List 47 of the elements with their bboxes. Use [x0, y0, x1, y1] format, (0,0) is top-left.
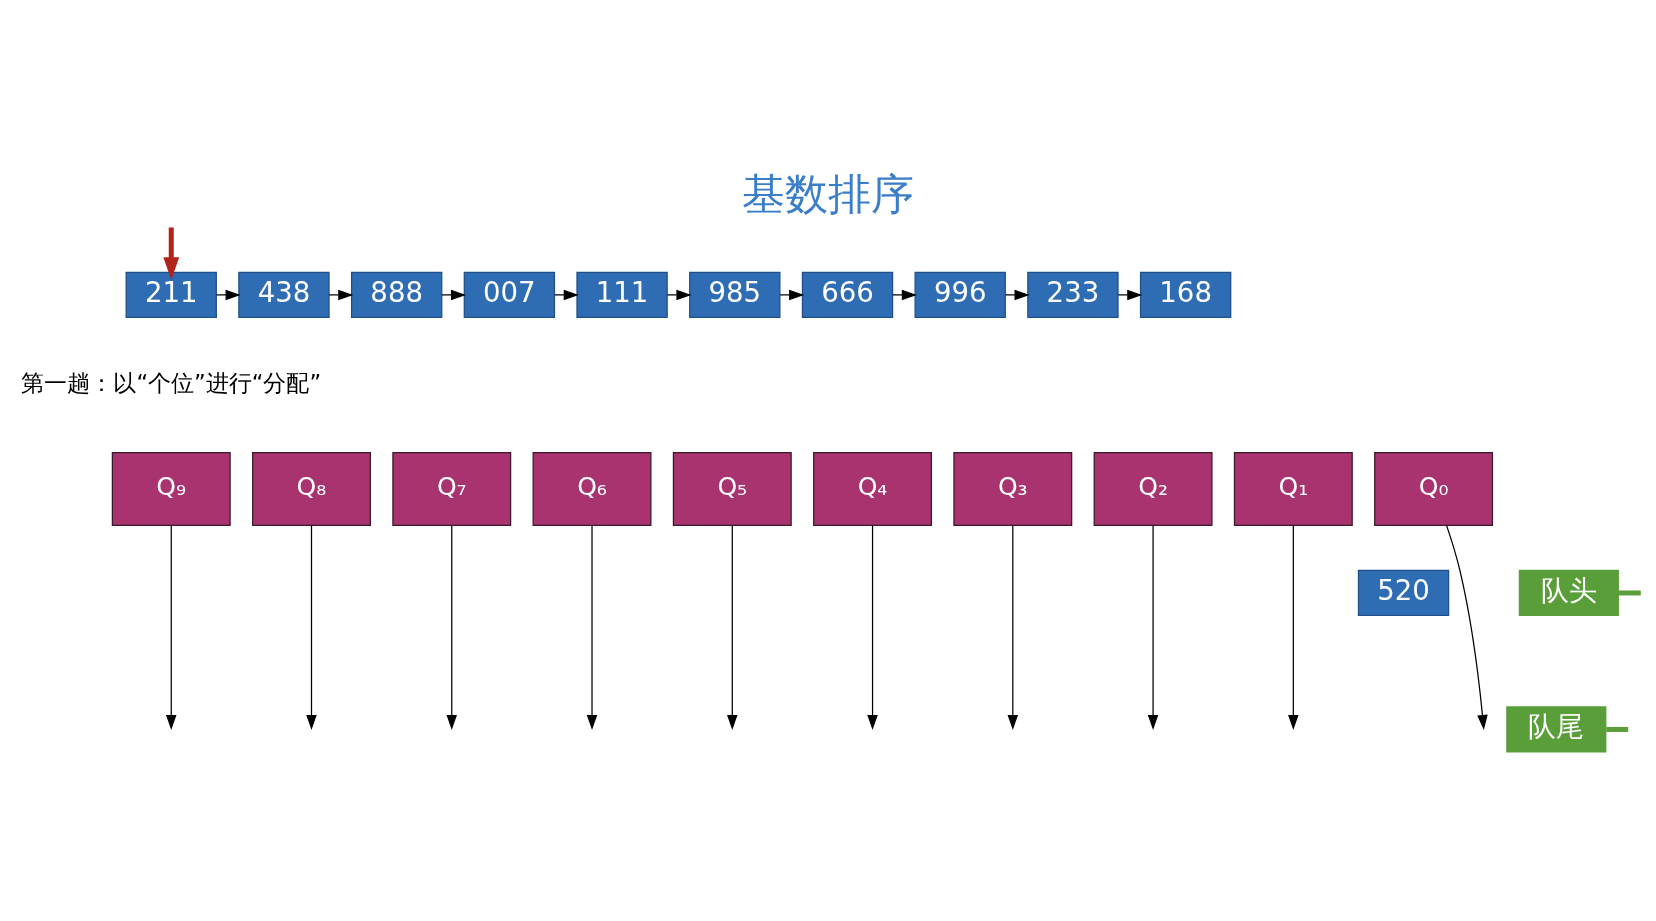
arrow: [1004, 289, 1030, 300]
arrow: [328, 289, 354, 300]
arrow: [215, 289, 241, 300]
node-box: 队尾: [1506, 705, 1607, 753]
arrow: [586, 524, 598, 730]
arrow: [867, 524, 878, 730]
node-box: Q₆: [532, 451, 652, 526]
node-box: 438: [238, 271, 330, 318]
node-box: Q₉: [111, 451, 231, 526]
arrow: [446, 524, 458, 730]
arrow: [1007, 524, 1019, 730]
node-box: Q₁: [1233, 451, 1353, 526]
arrow: [441, 289, 466, 300]
arrow: [306, 524, 317, 730]
arrow: [1147, 524, 1159, 730]
arrow: [892, 289, 917, 300]
arrow: [163, 226, 180, 280]
node-box: Q₈: [252, 451, 371, 526]
node-box: 996: [914, 271, 1006, 318]
node-box: Q₃: [953, 451, 1073, 526]
arrow: [554, 289, 579, 300]
node-box: 168: [1139, 271, 1232, 318]
label: 第一趟：以“个位”进行“分配”: [21, 369, 322, 396]
node-box: Q₂: [1093, 451, 1213, 526]
node-box: Q₀: [1374, 451, 1494, 526]
node-box: 666: [801, 271, 894, 318]
arrow: [779, 289, 805, 300]
arrow: [666, 289, 692, 300]
node-box: Q₇: [392, 451, 512, 526]
node-box: Q₄: [813, 451, 933, 526]
diagram-title: 基数排序: [742, 168, 914, 219]
arrow: [165, 524, 177, 730]
arrow: [1117, 289, 1143, 300]
node-box: 211: [125, 271, 217, 318]
arrow: [1288, 524, 1299, 730]
connector: [1606, 726, 1629, 732]
arrow: [727, 524, 738, 730]
connector: [1618, 589, 1641, 595]
node-box: 007: [463, 271, 556, 318]
node-box: 233: [1027, 271, 1119, 318]
node-box: 985: [689, 271, 781, 318]
node-box: 队头: [1518, 569, 1619, 616]
node-box: 888: [350, 271, 443, 318]
node-box: Q₅: [672, 451, 792, 526]
node-box: 111: [576, 271, 668, 318]
node-box: 520: [1357, 569, 1450, 616]
arrow: [1445, 524, 1488, 730]
